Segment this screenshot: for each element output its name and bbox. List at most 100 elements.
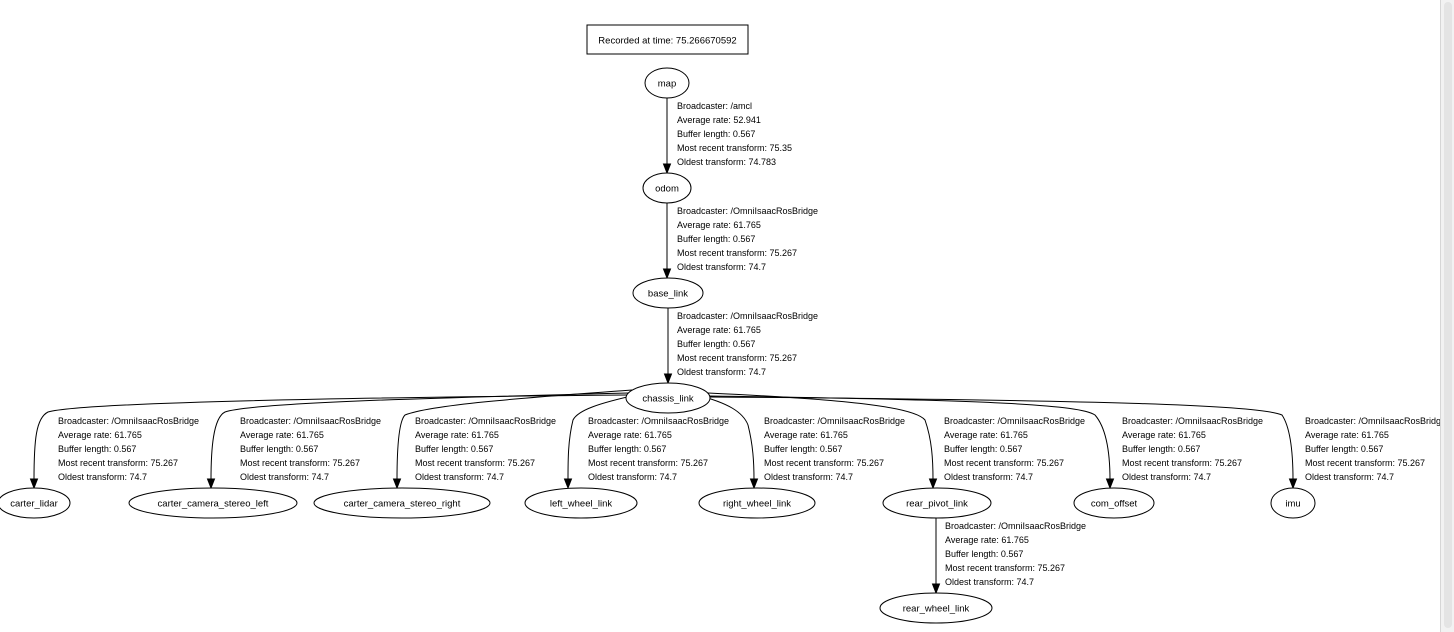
nodes-layer: Recorded at time: 75.266670592 map odom ba… xyxy=(0,24,1316,624)
frame-node-com_offset[interactable]: com_offset xyxy=(1073,487,1155,519)
arrowhead xyxy=(1288,478,1298,490)
frame-node-rear_pivot_link[interactable]: rear_pivot_link xyxy=(882,487,992,519)
arrowhead xyxy=(662,163,672,175)
frame-node-right_wheel_link[interactable]: right_wheel_link xyxy=(698,487,816,519)
edge-label-line: Oldest transform: 74.7 xyxy=(588,472,677,482)
edge-label-line: Most recent transform: 75.267 xyxy=(58,458,178,468)
edge-chassis_link-to-right_wheel_link: Broadcaster: /OmniIsaacRosBridgeAverage … xyxy=(696,394,905,490)
edge-label-line: Buffer length: 0.567 xyxy=(1305,444,1383,454)
edge-label-line: Buffer length: 0.567 xyxy=(677,339,755,349)
arrowhead xyxy=(29,478,39,490)
edge-label-line: Average rate: 61.765 xyxy=(677,325,761,335)
edge-label-line: Broadcaster: /OmniIsaacRosBridge xyxy=(1122,416,1263,426)
frame-node-ellipse xyxy=(0,487,71,519)
arrowhead xyxy=(663,373,673,385)
frame-node-label: com_offset xyxy=(1091,499,1138,510)
frame-node-label: carter_camera_stereo_right xyxy=(344,499,461,510)
edge-label-line: Broadcaster: /OmniIsaacRosBridge xyxy=(1305,416,1440,426)
edge-label-line: Oldest transform: 74.7 xyxy=(677,367,766,377)
edge-label-line: Buffer length: 0.567 xyxy=(945,549,1023,559)
edge-chassis_link-to-carter_camera_stereo_right: Broadcaster: /OmniIsaacRosBridgeAverage … xyxy=(392,389,633,490)
frame-node-carter_camera_stereo_left[interactable]: carter_camera_stereo_left xyxy=(128,487,298,519)
frame-node-ellipse xyxy=(642,172,692,204)
frame-node-label: chassis_link xyxy=(642,394,693,405)
edge-label-line: Average rate: 61.765 xyxy=(1122,430,1206,440)
frame-node-label: left_wheel_link xyxy=(550,499,613,510)
edge-label-line: Average rate: 61.765 xyxy=(944,430,1028,440)
edge-chassis_link-to-carter_lidar: Broadcaster: /OmniIsaacRosBridgeAverage … xyxy=(29,394,628,490)
recorded-time-label: Recorded at time: 75.266670592 xyxy=(598,36,736,47)
frame-node-ellipse xyxy=(625,382,711,414)
recorded-time-box: Recorded at time: 75.266670592 xyxy=(586,24,749,55)
frame-node-left_wheel_link[interactable]: left_wheel_link xyxy=(524,487,638,519)
edge-line xyxy=(709,396,1294,481)
edge-label-line: Average rate: 52.941 xyxy=(677,115,761,125)
frame-node-label: rear_pivot_link xyxy=(906,499,968,510)
frame-node-chassis_link[interactable]: chassis_link xyxy=(625,382,711,414)
frame-node-imu[interactable]: imu xyxy=(1270,487,1316,519)
edge-label-line: Oldest transform: 74.7 xyxy=(945,577,1034,587)
edge-label-line: Broadcaster: /OmniIsaacRosBridge xyxy=(588,416,729,426)
edge-label-line: Broadcaster: /OmniIsaacRosBridge xyxy=(240,416,381,426)
frame-node-ellipse xyxy=(128,487,298,519)
edge-rear_pivot_link-to-rear_wheel_link: Broadcaster: /OmniIsaacRosBridgeAverage … xyxy=(931,518,1086,595)
arrowhead xyxy=(931,583,941,595)
frame-node-ellipse xyxy=(632,277,704,309)
edge-label-line: Most recent transform: 75.267 xyxy=(944,458,1064,468)
edge-chassis_link-to-carter_camera_stereo_left: Broadcaster: /OmniIsaacRosBridgeAverage … xyxy=(206,392,630,490)
edge-label-line: Broadcaster: /OmniIsaacRosBridge xyxy=(58,416,199,426)
arrowhead xyxy=(206,478,216,490)
frame-node-label: base_link xyxy=(648,289,688,300)
edge-label-line: Buffer length: 0.567 xyxy=(415,444,493,454)
frame-node-ellipse xyxy=(698,487,816,519)
frame-node-ellipse xyxy=(879,592,993,624)
edge-chassis_link-to-left_wheel_link: Broadcaster: /OmniIsaacRosBridgeAverage … xyxy=(563,394,729,490)
edge-label-line: Broadcaster: /OmniIsaacRosBridge xyxy=(944,416,1085,426)
edge-odom-to-base_link: Broadcaster: /OmniIsaacRosBridgeAverage … xyxy=(662,203,818,280)
frame-node-odom[interactable]: odom xyxy=(642,172,692,204)
edge-label-line: Average rate: 61.765 xyxy=(58,430,142,440)
edge-label-line: Broadcaster: /OmniIsaacRosBridge xyxy=(945,521,1086,531)
frame-node-ellipse xyxy=(1073,487,1155,519)
edge-label-line: Most recent transform: 75.267 xyxy=(677,248,797,258)
frame-node-rear_wheel_link[interactable]: rear_wheel_link xyxy=(879,592,993,624)
arrowhead xyxy=(662,268,672,280)
arrowhead xyxy=(928,478,938,490)
scrollbar-thumb[interactable] xyxy=(1444,2,1452,628)
edge-label-line: Oldest transform: 74.7 xyxy=(944,472,1033,482)
edge-label-line: Average rate: 61.765 xyxy=(945,535,1029,545)
edge-label-line: Most recent transform: 75.35 xyxy=(677,143,792,153)
edge-label-line: Broadcaster: /OmniIsaacRosBridge xyxy=(764,416,905,426)
edge-label-line: Broadcaster: /OmniIsaacRosBridge xyxy=(415,416,556,426)
arrowhead xyxy=(392,478,402,490)
edge-label-line: Buffer length: 0.567 xyxy=(677,234,755,244)
edge-line xyxy=(696,394,755,481)
edge-label-line: Oldest transform: 74.7 xyxy=(764,472,853,482)
edge-label-line: Buffer length: 0.567 xyxy=(58,444,136,454)
edge-label-line: Most recent transform: 75.267 xyxy=(945,563,1065,573)
frame-node-carter_lidar[interactable]: carter_lidar xyxy=(0,487,71,519)
frame-node-base_link[interactable]: base_link xyxy=(632,277,704,309)
edge-label-line: Average rate: 61.765 xyxy=(677,220,761,230)
edge-label-line: Oldest transform: 74.7 xyxy=(1305,472,1394,482)
edge-line xyxy=(33,394,628,481)
edge-label-line: Most recent transform: 75.267 xyxy=(1305,458,1425,468)
edge-label-line: Oldest transform: 74.783 xyxy=(677,157,776,167)
frame-node-ellipse xyxy=(1270,487,1316,519)
edge-label-line: Buffer length: 0.567 xyxy=(588,444,666,454)
edge-label-line: Most recent transform: 75.267 xyxy=(677,353,797,363)
frame-node-carter_camera_stereo_right[interactable]: carter_camera_stereo_right xyxy=(313,487,491,519)
frame-node-label: odom xyxy=(655,184,679,195)
frame-node-map[interactable]: map xyxy=(644,67,690,99)
edge-line xyxy=(567,394,637,481)
vertical-scrollbar[interactable] xyxy=(1440,0,1454,632)
edge-label-line: Broadcaster: /OmniIsaacRosBridge xyxy=(677,311,818,321)
edge-label-line: Broadcaster: /amcl xyxy=(677,101,752,111)
edge-label-line: Buffer length: 0.567 xyxy=(240,444,318,454)
frame-node-label: carter_camera_stereo_left xyxy=(158,499,269,510)
edge-label-line: Oldest transform: 74.7 xyxy=(1122,472,1211,482)
frame-node-ellipse xyxy=(524,487,638,519)
edge-label-line: Most recent transform: 75.267 xyxy=(764,458,884,468)
